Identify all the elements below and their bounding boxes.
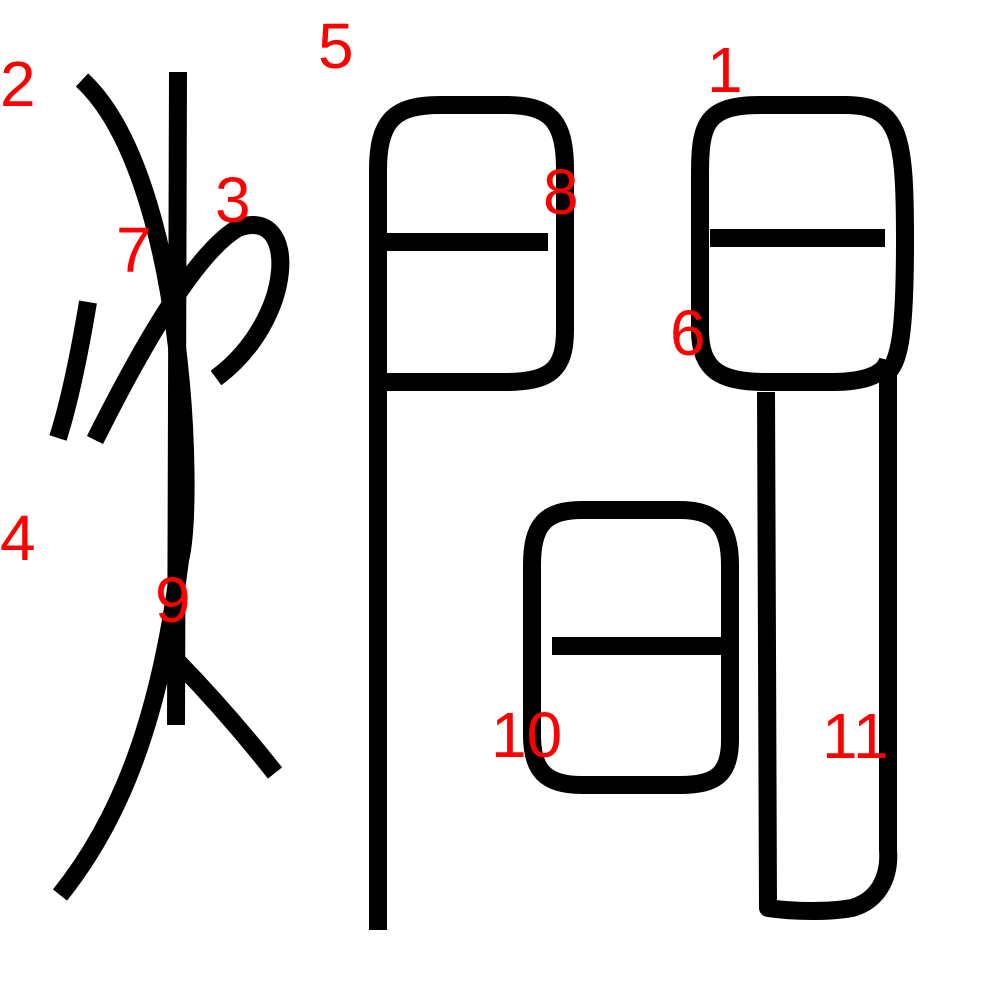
glyph-strokes (49, 71, 914, 930)
stroke-label-4: 4 (0, 502, 36, 574)
stroke-label-3: 3 (215, 164, 251, 236)
stroke-2-path (52, 73, 195, 901)
stroke-label-7: 7 (116, 214, 152, 286)
stroke-label-6: 6 (670, 297, 706, 369)
stroke-6-path (691, 96, 897, 391)
stroke-3-path (86, 216, 290, 445)
stroke-11-path (757, 365, 898, 920)
stroke-label-10: 10 (491, 699, 562, 771)
stroke-label-11: 11 (822, 700, 888, 772)
stroke-9-path (171, 655, 283, 779)
stroke-4-path (49, 300, 97, 441)
stroke-label-1: 1 (707, 34, 743, 106)
stroke-order-labels: 1 2 3 4 5 6 7 8 9 10 11 (0, 10, 888, 772)
stroke-label-5: 5 (318, 10, 354, 82)
stroke-label-2: 2 (0, 48, 36, 120)
stroke-5-path (369, 96, 574, 930)
stroke-label-9: 9 (155, 564, 191, 636)
stroke-label-8: 8 (543, 156, 579, 228)
stroke-10-path (523, 501, 739, 794)
stroke-1-path (760, 96, 914, 379)
